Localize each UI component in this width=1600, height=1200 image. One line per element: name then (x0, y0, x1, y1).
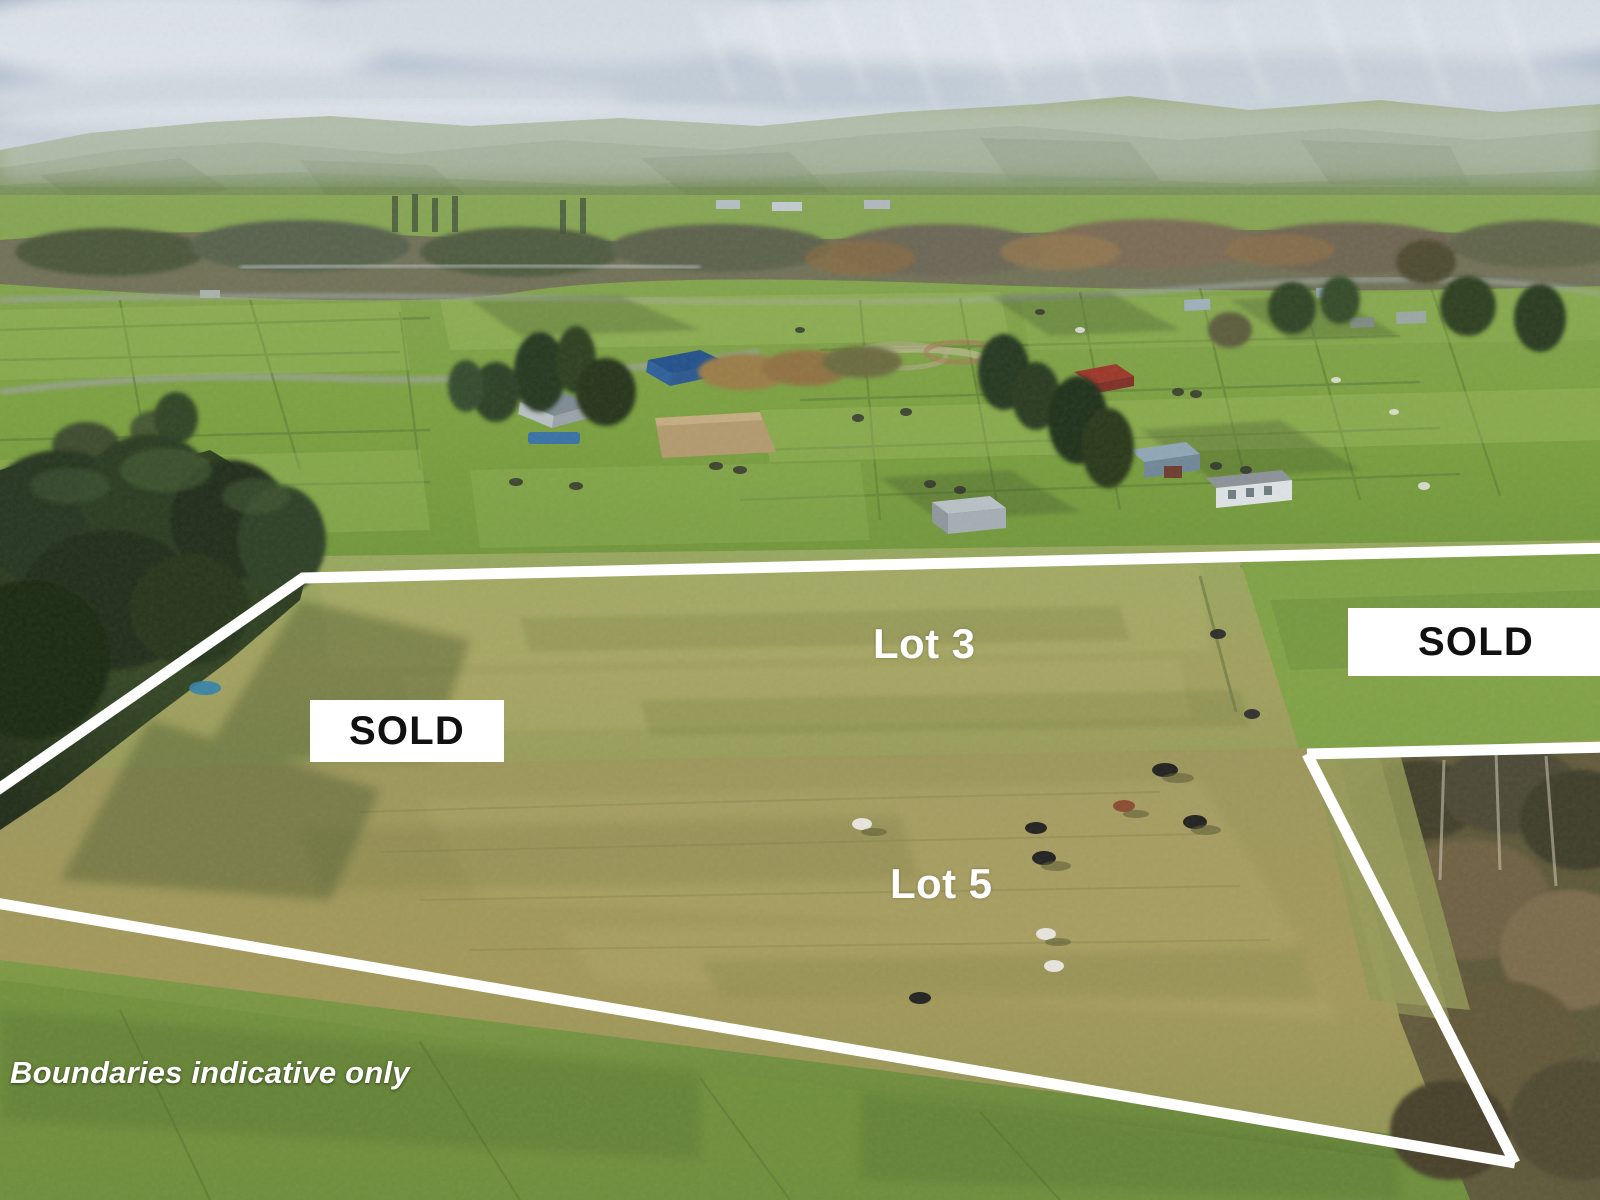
boundary-path-1 (0, 542, 1600, 795)
boundary-path-3 (1302, 751, 1520, 1166)
sold-badge-left-label: SOLD (349, 708, 465, 753)
sold-badge-right-label: SOLD (1418, 619, 1534, 664)
sold-badge-left: SOLD (310, 700, 504, 762)
boundary-path-2 (1306, 741, 1600, 760)
boundary-disclaimer: Boundaries indicative only (10, 1055, 410, 1090)
sold-badge-right: SOLD (1348, 608, 1600, 676)
boundary-path-0 (0, 898, 1516, 1169)
boundary-line-group (0, 542, 1600, 1169)
